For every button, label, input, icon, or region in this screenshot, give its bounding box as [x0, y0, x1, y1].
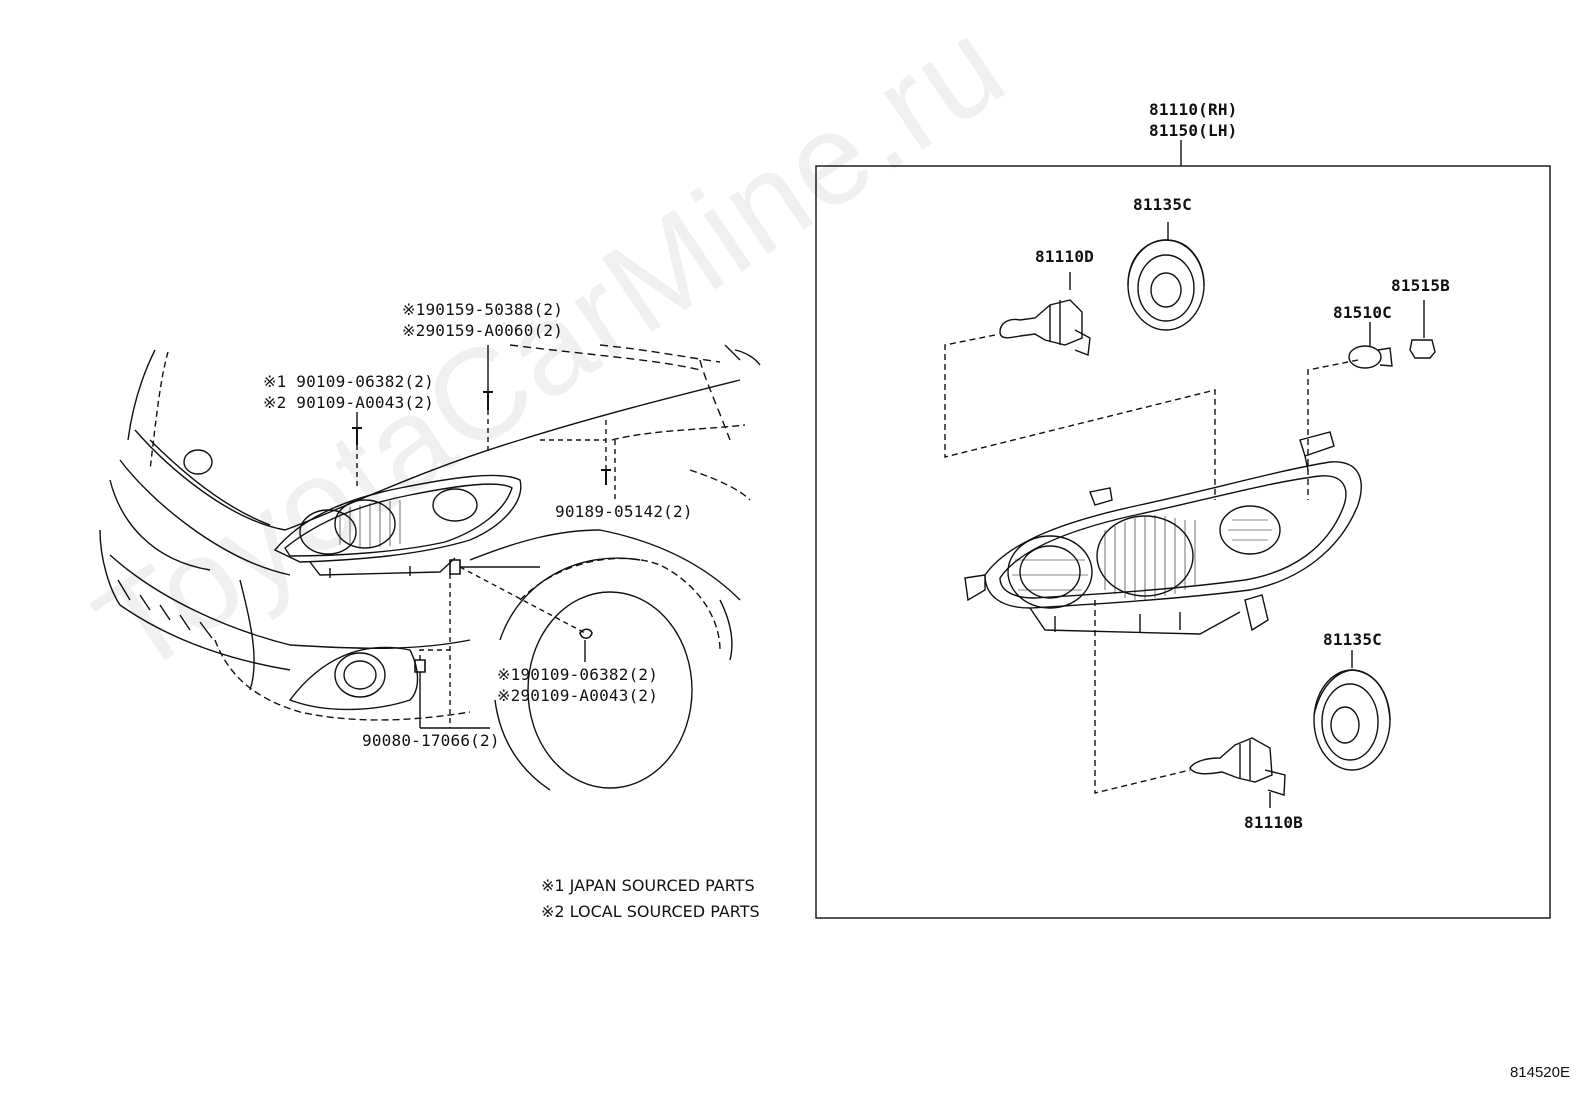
label-upper-bolt-japan: ※1 90109-06382(2) [263, 372, 434, 391]
label-bulb-upper: 81110D [1035, 247, 1094, 266]
car-front-drawing [99, 344, 761, 791]
label-assembly-rh: 81110(RH) [1149, 100, 1238, 119]
label-top-clip-local: ※290159-A0060(2) [402, 321, 564, 340]
headlamp-assembly-drawing [944, 222, 1436, 808]
label-lower-bolt-local: ※290109-A0043(2) [497, 686, 659, 705]
label-cover-lower: 81135C [1323, 630, 1382, 649]
label-assembly-lh: 81150(LH) [1149, 121, 1238, 140]
label-bulb-small: 81510C [1333, 303, 1392, 322]
label-upper-bolt-local: ※2 90109-A0043(2) [263, 393, 434, 412]
label-lower-bolt-japan: ※190109-06382(2) [497, 665, 659, 684]
label-cover-upper: 81135C [1133, 195, 1192, 214]
figure-code: 814520E [1509, 1064, 1570, 1081]
label-socket: 81515B [1391, 276, 1450, 295]
label-bumper-nut: 90080-17066(2) [362, 731, 500, 750]
label-fender-screw: 90189-05142(2) [555, 502, 693, 521]
label-top-clip-japan: ※190159-50388(2) [402, 300, 564, 319]
label-bulb-lower: 81110B [1244, 813, 1303, 832]
assembly-frame [815, 165, 1551, 919]
note-local-sourced: ※2 LOCAL SOURCED PARTS [541, 902, 760, 921]
note-japan-sourced: ※1 JAPAN SOURCED PARTS [541, 876, 755, 895]
